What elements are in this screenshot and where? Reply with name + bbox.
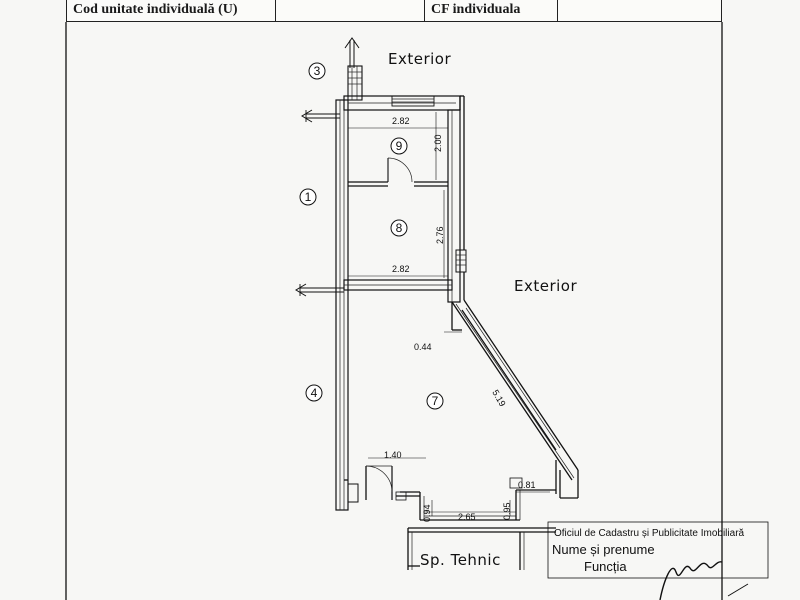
neighbor-4-label: 4 xyxy=(311,386,318,400)
top-wall xyxy=(343,95,461,111)
dim-2-76: 2.76 xyxy=(435,226,445,244)
dim-0-81: 0.81 xyxy=(518,480,536,490)
stamp-function-line: Funcția xyxy=(584,559,627,574)
dim-1-40: 1.40 xyxy=(384,450,402,460)
room-9-label: 9 xyxy=(396,139,403,153)
dim-2-65: 2.65 xyxy=(458,512,476,522)
dim-0-94: 0.94 xyxy=(422,504,432,522)
neighbor-1-label: 1 xyxy=(305,190,312,204)
stamp-border xyxy=(547,521,769,579)
exterior-right-label: Exterior xyxy=(514,277,577,295)
partition-8-7 xyxy=(343,279,453,291)
dim-2-00: 2.00 xyxy=(433,134,443,152)
room-7-marker: 7 xyxy=(426,392,444,410)
sp-tehnic-label: Sp. Tehnic xyxy=(420,551,501,569)
header-table: Cod unitate individuală (U) CF individua… xyxy=(0,0,800,24)
room-8-marker: 8 xyxy=(390,219,408,237)
room-9-marker: 9 xyxy=(390,137,408,155)
empty-cell-2 xyxy=(557,0,722,22)
ocpi-stamp: Oficiul de Cadastru și Publicitate Imobi… xyxy=(548,522,768,578)
arrow-left-lower-icon xyxy=(295,283,344,297)
upper-right-wall xyxy=(447,95,467,303)
room-7-label: 7 xyxy=(432,394,439,408)
dim-5-19: 5.19 xyxy=(490,388,507,408)
neighbor-3-marker: 3 xyxy=(308,62,326,80)
room-8-label: 8 xyxy=(396,221,403,235)
dim-2-82-top: 2.82 xyxy=(392,116,410,126)
signature xyxy=(659,561,723,600)
top-chimney xyxy=(347,65,363,101)
stamp-name-line: Nume și prenume xyxy=(552,542,655,557)
arrow-up-icon xyxy=(344,37,360,68)
stamp-office-line: Oficiul de Cadastru și Publicitate Imobi… xyxy=(554,528,745,539)
dimension-lines xyxy=(348,112,550,516)
dim-2-82-mid: 2.82 xyxy=(392,264,410,274)
neighbor-3-label: 3 xyxy=(314,64,321,78)
signature-stroke xyxy=(727,583,749,597)
neighbor-4-marker: 4 xyxy=(305,384,323,402)
bottom-wall xyxy=(344,460,579,521)
dim-0-95: 0.95 xyxy=(502,502,512,520)
diagonal-wall xyxy=(451,299,579,481)
cf-individuala-label: CF individuala xyxy=(431,2,521,17)
partition-9-8 xyxy=(348,157,448,187)
neighbor-1-marker: 1 xyxy=(299,188,317,206)
cf-individuala-cell: CF individuala xyxy=(424,0,558,22)
sp-tehnic-strip xyxy=(407,527,556,570)
exterior-top-label: Exterior xyxy=(388,50,451,68)
left-wall xyxy=(335,99,349,511)
dim-0-44: 0.44 xyxy=(414,342,432,352)
door-room-7 xyxy=(365,465,420,501)
cod-unitate-label: Cod unitate individuală (U) xyxy=(73,2,238,17)
cod-unitate-cell: Cod unitate individuală (U) xyxy=(66,0,276,22)
arrow-left-upper-icon xyxy=(301,109,340,123)
